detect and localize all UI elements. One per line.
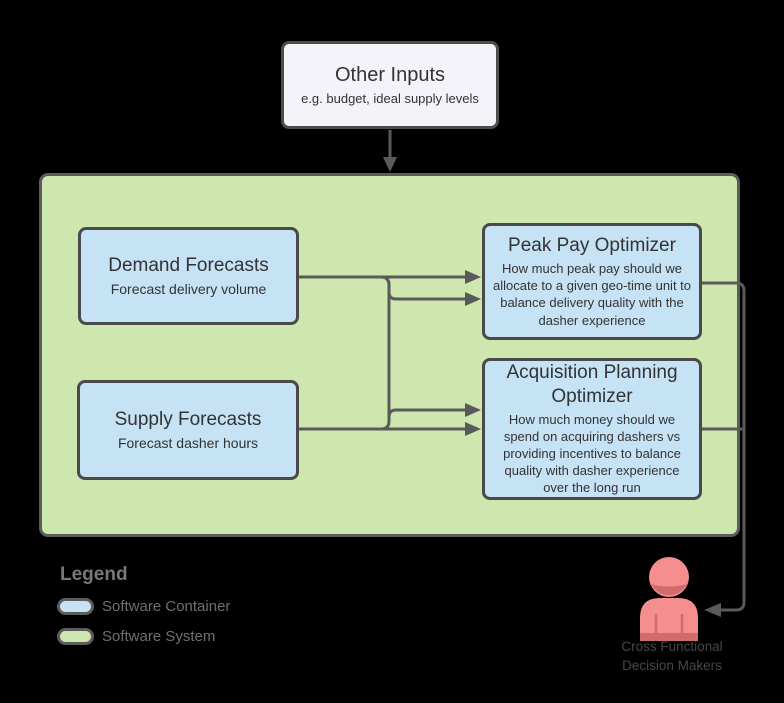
arrowhead-into-system xyxy=(383,157,397,172)
node-other-inputs[interactable]: Other Inputs e.g. budget, ideal supply l… xyxy=(281,41,499,129)
supply-title: Supply Forecasts xyxy=(114,409,262,431)
legend-label-software-container: Software Container xyxy=(102,598,231,615)
legend-label-software-system: Software System xyxy=(102,628,216,645)
legend: Legend Software Container Software Syste… xyxy=(57,564,230,658)
node-supply-forecasts[interactable]: Supply Forecasts Forecast dasher hours xyxy=(77,380,299,480)
peak-pay-description: How much peak pay should we allocate to … xyxy=(493,261,692,328)
container-color-swatch xyxy=(57,598,94,615)
demand-subtitle: Forecast delivery volume xyxy=(110,280,267,297)
acquisition-description: How much money should we spend on acquir… xyxy=(503,411,681,496)
actor-label: Cross Functional Decision Makers xyxy=(621,639,723,673)
peak-pay-title: Peak Pay Optimizer xyxy=(508,235,676,257)
acquisition-title: Acquisition Planning Optimizer xyxy=(506,362,678,408)
node-peak-pay-optimizer[interactable]: Peak Pay Optimizer How much peak pay sho… xyxy=(482,223,702,340)
supply-subtitle: Forecast dasher hours xyxy=(117,434,259,451)
legend-item-software-container: Software Container xyxy=(57,598,230,615)
system-color-swatch xyxy=(57,628,94,645)
legend-title: Legend xyxy=(60,564,128,585)
legend-item-software-system: Software System xyxy=(57,628,230,645)
node-demand-forecasts[interactable]: Demand Forecasts Forecast delivery volum… xyxy=(78,227,299,325)
node-acquisition-optimizer[interactable]: Acquisition Planning Optimizer How much … xyxy=(482,358,702,500)
other-inputs-subtitle: e.g. budget, ideal supply levels xyxy=(301,90,479,106)
actor-person-icon[interactable] xyxy=(640,557,698,641)
demand-title: Demand Forecasts xyxy=(108,255,269,277)
other-inputs-title: Other Inputs xyxy=(334,63,446,86)
arrowhead-into-actor xyxy=(704,603,721,617)
